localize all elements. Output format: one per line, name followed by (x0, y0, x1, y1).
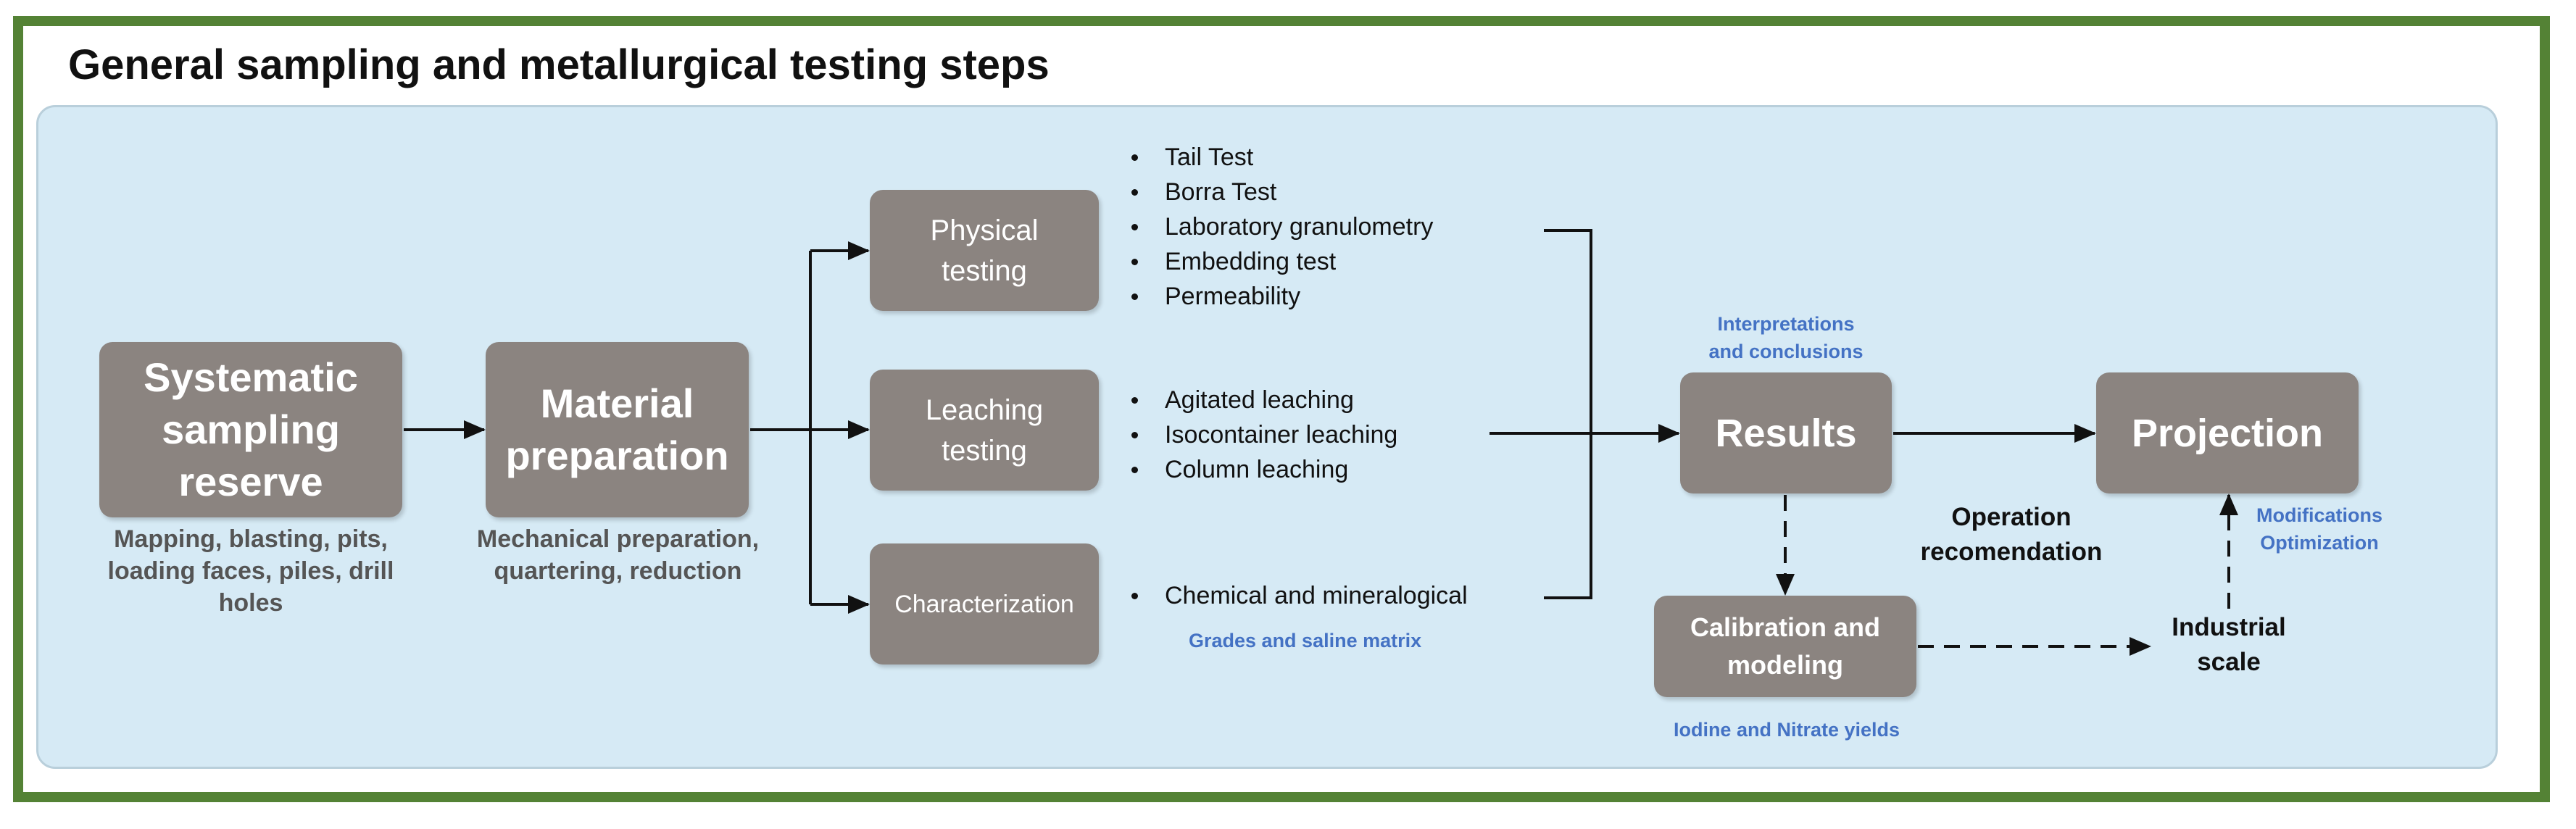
note-line: Industrial (2172, 613, 2286, 641)
node-label-line: Characterization (894, 590, 1074, 618)
sampling-caption: Mapping, blasting, pits, loading faces, … (76, 523, 425, 619)
results-note: Interpretations and conclusions (1689, 310, 1883, 365)
list-item: Tail Test (1127, 140, 1433, 175)
preparation-caption: Mechanical preparation, quartering, redu… (453, 523, 783, 587)
industrial-scale: Industrial scale (2145, 610, 2312, 680)
node-results: Results (1680, 372, 1892, 493)
node-label: Results (1715, 411, 1857, 455)
bracket-physical (1544, 229, 1592, 599)
node-label-line: modeling (1727, 650, 1843, 680)
physical-tests-list: Tail Test Borra Test Laboratory granulom… (1127, 140, 1433, 314)
caption-line: Mechanical preparation, (476, 525, 760, 553)
note-line: Interpretations (1717, 313, 1855, 335)
note-line: Operation (1951, 503, 2072, 531)
node-projection: Projection (2096, 372, 2359, 493)
node-label-line: Systematic (144, 354, 358, 400)
projection-note: Modifications Optimization (2240, 501, 2399, 557)
node-systematic-sampling-reserve: Systematic sampling reserve (99, 342, 402, 517)
list-item: Agitated leaching (1127, 383, 1397, 417)
caption-line: quartering, reduction (494, 557, 742, 585)
leaching-tests-list: Agitated leaching Isocontainer leaching … (1127, 383, 1397, 487)
list-item: Isocontainer leaching (1127, 417, 1397, 452)
node-calibration-and-modeling: Calibration and modeling (1654, 596, 1916, 697)
operation-recommendation: Operation recomendation (1899, 500, 2124, 570)
note-line: recomendation (1920, 538, 2103, 566)
list-item: Laboratory granulometry (1127, 209, 1433, 244)
node-label-line: Calibration and (1690, 612, 1881, 642)
note-line: Modifications (2256, 504, 2382, 526)
list-item: Borra Test (1127, 175, 1433, 209)
note-line: and conclusions (1708, 341, 1864, 362)
node-label-line: Physical (930, 214, 1039, 246)
node-label-line: sampling (162, 407, 340, 452)
note-line: Optimization (2260, 532, 2379, 554)
list-item: Column leaching (1127, 452, 1397, 487)
node-label-line: preparation (505, 433, 729, 478)
node-characterization: Characterization (870, 543, 1099, 665)
calibration-note: Iodine and Nitrate yields (1673, 719, 1900, 741)
node-leaching-testing: Leaching testing (870, 370, 1099, 491)
node-label-line: testing (942, 254, 1027, 287)
caption-line: Mapping, blasting, pits, (114, 525, 388, 553)
node-label-line: testing (942, 434, 1027, 467)
node-material-preparation: Material preparation (486, 342, 749, 517)
node-label-line: Leaching (925, 393, 1044, 426)
node-label-line: Material (540, 380, 694, 426)
diagram-title: General sampling and metallurgical testi… (68, 41, 1050, 88)
characterization-note: Grades and saline matrix (1189, 630, 1422, 651)
note-line: scale (2197, 648, 2261, 676)
characterization-list: Chemical and mineralogical (1127, 578, 1468, 613)
node-physical-testing: Physical testing (870, 190, 1099, 311)
node-label: Projection (2131, 411, 2324, 455)
node-label-line: reserve (178, 459, 323, 504)
caption-line: loading faces, piles, drill (107, 557, 394, 585)
list-item: Chemical and mineralogical (1127, 578, 1468, 613)
caption-line: holes (218, 589, 283, 617)
list-item: Embedding test (1127, 244, 1433, 279)
list-item: Permeability (1127, 279, 1433, 314)
